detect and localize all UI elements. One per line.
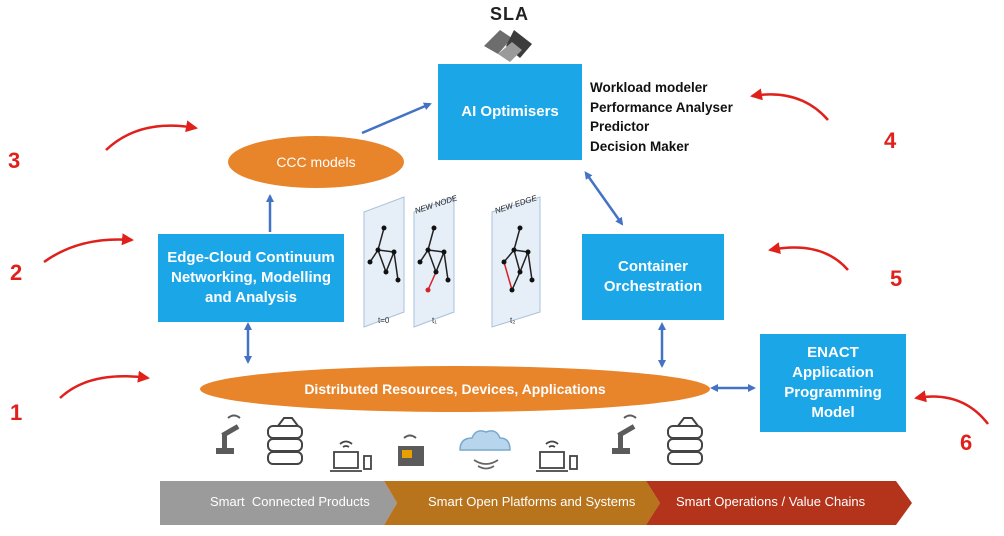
number-2: 2 [10, 260, 23, 285]
number-6: 6 [960, 430, 973, 455]
graph-time-t0: t=0 [378, 316, 390, 325]
server-stack-icon [267, 417, 303, 465]
red-arrow-2 [43, 233, 134, 264]
list-item: Predictor [590, 119, 650, 134]
bar-segment-products [160, 481, 397, 525]
graph-panel-t2 [491, 196, 541, 328]
robot-arm-icon [216, 414, 241, 454]
list-item: Performance Analyser [590, 99, 733, 115]
graph-time-t1: t₁ [432, 316, 437, 325]
arrow-ai-container [584, 171, 624, 226]
red-arrow-6 [914, 390, 989, 425]
arrow-ccc-to-ai [361, 102, 432, 135]
red-arrow-1 [59, 370, 150, 399]
distributed-resources-ellipse: Distributed Resources, Devices, Applicat… [200, 366, 710, 412]
ai-optimisers-label: AI Optimisers [461, 103, 559, 120]
container-line-2: Orchestration [603, 278, 703, 295]
graph-panel-t0 [363, 196, 405, 328]
ccc-models-label: CCC models [276, 154, 356, 170]
edge-cloud-line-2: Networking, Modelling [171, 269, 331, 286]
number-4: 4 [884, 128, 897, 153]
optimiser-list: Workload modeler Performance Analyser Pr… [590, 78, 733, 156]
bar-label-operations: Smart Operations / Value Chains [676, 494, 866, 509]
red-arrow-5 [768, 242, 849, 271]
enact-line-4: Model [811, 404, 855, 421]
container-orchestration-box: Container Orchestration [582, 234, 724, 320]
container-line-1: Container [617, 258, 688, 275]
graph-panel-t1 [413, 196, 455, 328]
list-item: Decision Maker [590, 138, 690, 154]
edge-cloud-box: Edge-Cloud Continuum Networking, Modelli… [158, 234, 344, 322]
enact-line-2: Application [792, 364, 874, 381]
edge-cloud-line-1: Edge-Cloud Continuum [167, 249, 335, 266]
ccc-models-ellipse: CCC models [228, 136, 404, 188]
enact-box: ENACT Application Programming Model [760, 334, 906, 432]
number-5: 5 [890, 266, 903, 291]
bar-segment-platforms [384, 481, 660, 525]
number-1: 1 [10, 400, 23, 425]
machine-icon [398, 434, 424, 466]
bar-label-products: Smart Connected Products [210, 494, 370, 509]
server-stack-icon [667, 417, 703, 465]
enact-line-1: ENACT [807, 344, 859, 361]
distributed-resources-label: Distributed Resources, Devices, Applicat… [304, 381, 606, 397]
bar-label-platforms: Smart Open Platforms and Systems [428, 494, 636, 509]
handshake-icon [484, 30, 532, 62]
red-arrow-4 [750, 88, 829, 121]
red-arrow-3 [105, 120, 198, 151]
cloud-icon [459, 430, 511, 470]
robot-arm-icon [612, 414, 637, 454]
enact-line-3: Programming [784, 384, 882, 401]
ai-optimisers-box: AI Optimisers [438, 64, 582, 160]
sla-label: SLA [490, 4, 529, 24]
list-item: Workload modeler [590, 80, 708, 95]
laptop-phone-icon [330, 440, 372, 472]
graph-time-t2: t₂ [510, 316, 516, 325]
bar-segment-operations [646, 481, 912, 525]
edge-cloud-line-3: and Analysis [205, 289, 297, 306]
number-3: 3 [8, 148, 21, 173]
laptop-phone-icon [536, 440, 578, 472]
